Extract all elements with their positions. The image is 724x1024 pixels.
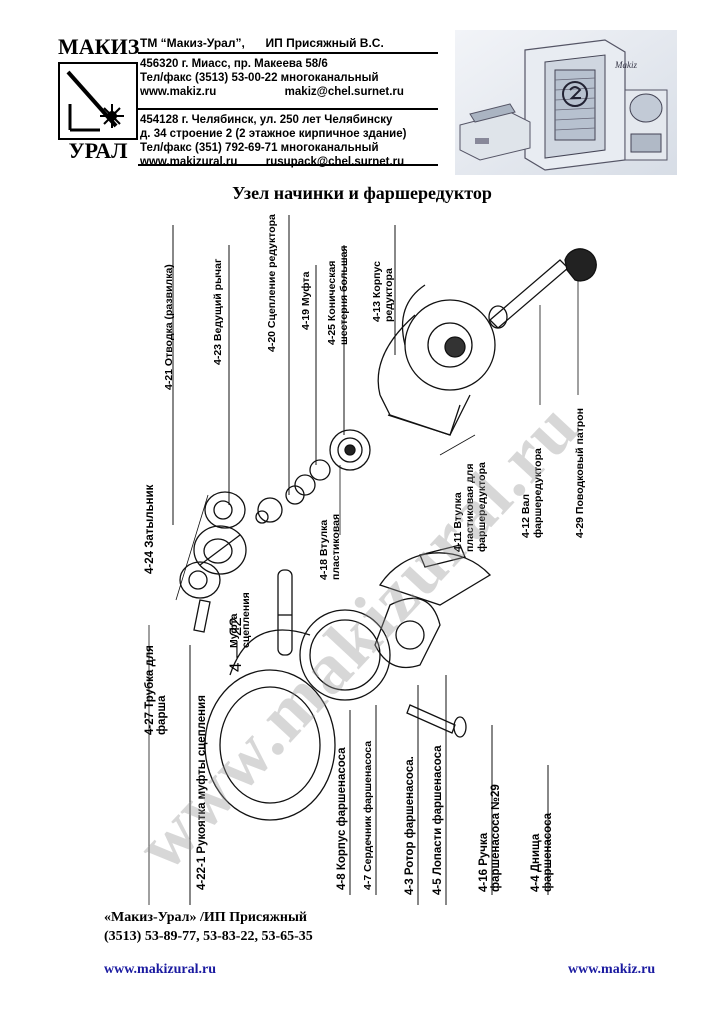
footer-site-link-left[interactable]: www.makizural.ru xyxy=(104,962,216,977)
logo-bottom-text: УРАЛ xyxy=(68,138,128,163)
part-label-4-23: 4-23 Ведущий рычаг xyxy=(212,258,224,365)
part-label-4-27: 4-27 Трубка для фарша xyxy=(144,645,168,735)
part-label-4-12: 4-12 Вал фаршередуктора xyxy=(520,448,544,538)
office-address: 454128 г. Челябинск, ул. 250 лет Челябин… xyxy=(140,114,393,126)
part-label-4-22-1: 4-22-1 Рукоятка муфты сцепления xyxy=(196,695,208,890)
part-label-4-11: 4-11 Втулка пластиковая для фаршередукто… xyxy=(452,462,488,552)
brand-line: ТМ “Макиз-Урал”, ИП Присяжный В.С. xyxy=(140,36,384,50)
office-phone: Тел/факс (3513) 53-00-22 многоканальный xyxy=(140,72,379,84)
part-label-4-19: 4-19 Муфта xyxy=(300,271,312,330)
header-divider xyxy=(138,108,438,110)
part-label-4-18: 4-18 Втулка пластиковая xyxy=(318,513,342,580)
footer-site-link-right[interactable]: www.makiz.ru xyxy=(568,962,656,977)
part-label-4-20: 4-20 Сцепление редуктора xyxy=(266,214,278,352)
logo-emblem xyxy=(58,62,138,140)
part-label-4-25: 4-25 Коническая шестерня большая xyxy=(326,245,350,345)
part-label-4-13: 4-13 Корпус редуктора xyxy=(371,261,395,322)
footer-phones: (3513) 53-89-77, 53-83-22, 53-65-35 xyxy=(104,929,313,944)
part-label-4-3: 4-3 Ротор фаршенасоса. xyxy=(404,756,416,895)
part-label-4-22: Муфта сцепления xyxy=(228,592,252,648)
office-address: 456320 г. Миасс, пр. Макеева 58/6 xyxy=(140,58,328,70)
part-label-4-5: 4-5 Лопасти фаршенасоса xyxy=(432,745,444,895)
equipment-photo: Makiz xyxy=(455,30,677,175)
office-site-link[interactable]: www.makizural.ru xyxy=(140,156,238,168)
svg-text:Makiz: Makiz xyxy=(614,60,637,70)
footer-company: «Макиз-Урал» /ИП Присяжный xyxy=(104,910,307,925)
bakery-equipment-illustration: Makiz xyxy=(455,30,677,175)
brand-name: ТМ “Макиз-Урал”, xyxy=(140,36,245,50)
owner-name: ИП Присяжный В.С. xyxy=(265,36,384,50)
office-chelyabinsk: 454128 г. Челябинск, ул. 250 лет Челябин… xyxy=(140,113,406,169)
office-address-building: д. 34 строение 2 (2 этажное кирпичное зд… xyxy=(140,128,407,140)
office-site-link[interactable]: www.makiz.ru xyxy=(140,86,217,98)
logo-emblem-graphic xyxy=(66,70,124,132)
footer-contacts: «Макиз-Урал» /ИП Присяжный (3513) 53-89-… xyxy=(104,908,313,946)
part-label-4-8: 4-8 Корпус фаршенасоса xyxy=(336,747,348,890)
part-label-4-24: 4-24 Затыльник xyxy=(144,484,156,574)
logo-top-text: МАКИЗ xyxy=(58,34,140,59)
page-title: Узел начинки и фаршередуктор xyxy=(232,183,492,203)
part-label-4-16: 4-16 Ручка фаршенасоса №29 xyxy=(478,784,502,892)
company-logo: МАКИЗ УРАЛ xyxy=(58,34,140,164)
part-label-4-4: 4-4 Днища фаршенасоса xyxy=(530,812,554,892)
header-divider xyxy=(138,164,438,166)
part-label-4-7: 4-7 Сердечник фаршенасоса xyxy=(362,740,374,890)
office-email-link[interactable]: rusupack@chel.surnet.ru xyxy=(265,156,405,168)
office-phone: Тел/факс (351) 792-69-71 многоканальный xyxy=(140,142,379,154)
office-email-link[interactable]: makiz@chel.surnet.ru xyxy=(284,86,404,98)
exploded-assembly-drawing xyxy=(148,215,597,905)
part-label-4-29: 4-29 Поводковый патрон xyxy=(574,408,586,538)
office-miass: 456320 г. Миасс, пр. Макеева 58/6 Тел/фа… xyxy=(140,57,404,99)
part-label-4-21: 4-21 Отводка (развилка) xyxy=(163,264,175,390)
header-divider xyxy=(138,52,438,54)
